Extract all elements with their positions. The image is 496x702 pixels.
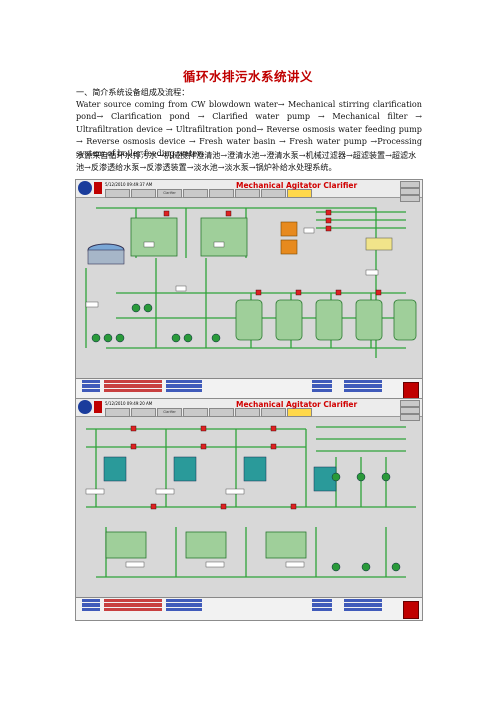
hmi-tab-3[interactable]: Clarifier <box>157 189 182 198</box>
gauge-icons <box>85 488 305 568</box>
hmi-tab-6[interactable] <box>235 189 260 198</box>
hmi-tab-3[interactable]: Clarifier <box>157 408 182 417</box>
clarifier-tank-1 <box>130 217 178 257</box>
hmi-tab-8[interactable] <box>287 189 312 198</box>
alarm-row <box>82 607 398 612</box>
hmi-tab-4[interactable] <box>183 408 208 417</box>
alarm-ack-button[interactable] <box>403 601 419 619</box>
sm-logo-icon <box>94 401 102 413</box>
flow-description-english: Water source coming from CW blowdown wat… <box>76 99 422 159</box>
company-logo-icon <box>78 400 92 414</box>
alarm-list-1 <box>76 378 422 401</box>
hmi-tab-4[interactable] <box>183 189 208 198</box>
document-title: 循环水排污水系统讲义 <box>182 69 313 84</box>
hmi-timestamp: 5/12/2010 09:49:37 AM <box>105 182 153 187</box>
hmi-header: 5/12/2010 09:49:37 AM Clarifier Mechanic… <box>76 180 422 202</box>
valve-icons <box>163 209 382 296</box>
hmi-right-button-2[interactable] <box>400 188 420 195</box>
hmi-screenshot-2: 5/12/2010 09:49:20 AM Clarifier Mechanic… <box>75 398 423 621</box>
hmi-tabs: Clarifier <box>105 189 312 198</box>
sm-logo-icon <box>94 182 102 194</box>
alarm-row <box>82 384 398 388</box>
chemical-tank-2 <box>280 239 298 255</box>
process-diagram-2 <box>85 425 416 578</box>
alarm-row <box>82 603 398 607</box>
clarifier-tank-2 <box>200 217 248 257</box>
hmi-header: 5/12/2010 09:49:20 AM Clarifier Mechanic… <box>76 399 422 421</box>
hmi-tabs: Clarifier <box>105 408 312 417</box>
hmi-tab-5[interactable] <box>209 408 234 417</box>
hmi-timestamp: 5/12/2010 09:49:20 AM <box>105 401 153 406</box>
hmi-tab-5[interactable] <box>209 189 234 198</box>
hmi-tab-7[interactable] <box>261 189 286 198</box>
alarm-list-2 <box>76 597 422 620</box>
hmi-tab-2[interactable] <box>131 408 156 417</box>
hmi-system-name: Mechanical Agitator Clarifier <box>236 400 358 409</box>
alarm-row <box>82 380 398 384</box>
hmi-right-button-2[interactable] <box>400 407 420 414</box>
hmi-right-buttons <box>400 400 420 421</box>
flow-description-chinese: 水源来自循环水排污水→机械搅拌澄清池→澄清水池→澄清水泵→机械过滤器→超滤装置→… <box>76 150 417 173</box>
section-heading: 一、简介系统设备组成及流程： <box>76 87 190 97</box>
gauge-icons <box>85 227 379 308</box>
alarm-row <box>82 599 398 603</box>
pump-icons <box>331 472 401 572</box>
chemical-tank-1 <box>280 221 298 237</box>
alarm-row <box>82 388 398 393</box>
ultrafiltration-racks <box>103 456 337 492</box>
hmi-right-button-1[interactable] <box>400 400 420 407</box>
hmi-right-button-1[interactable] <box>400 181 420 188</box>
hmi-tab-8[interactable] <box>287 408 312 417</box>
hmi-right-buttons <box>400 181 420 202</box>
reverse-osmosis-racks <box>105 531 307 559</box>
hmi-tab-6[interactable] <box>235 408 260 417</box>
pump-icons <box>91 303 221 343</box>
company-logo-icon <box>78 181 92 195</box>
hmi-screenshot-1: 5/12/2010 09:49:37 AM Clarifier Mechanic… <box>75 179 423 402</box>
hmi-right-button-3[interactable] <box>400 414 420 421</box>
hmi-tab-2[interactable] <box>131 189 156 198</box>
hmi-tab-7[interactable] <box>261 408 286 417</box>
hmi-tab-1[interactable] <box>105 189 130 198</box>
process-diagram-1 <box>85 207 417 358</box>
hmi-tab-1[interactable] <box>105 408 130 417</box>
hmi-right-button-3[interactable] <box>400 195 420 202</box>
dosing-box <box>365 237 393 251</box>
mechanical-filters <box>235 299 417 341</box>
valve-icons <box>130 425 297 510</box>
hmi-system-name: Mechanical Agitator Clarifier <box>236 181 358 190</box>
